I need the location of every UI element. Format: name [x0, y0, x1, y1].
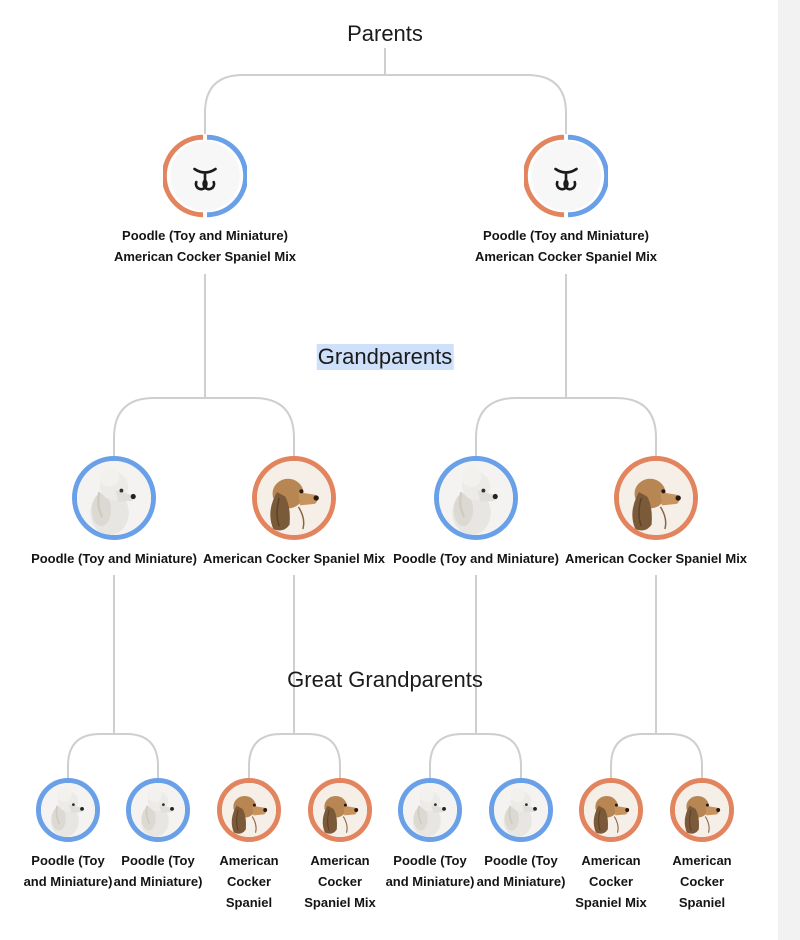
- parent-mixed-breed-ring: [163, 134, 247, 218]
- label-line: and Miniature): [113, 874, 203, 889]
- label-line: American: [672, 853, 732, 868]
- poodle-portrait-icon: [494, 783, 548, 837]
- grandparent-breed-label: American Cocker Spaniel Mix: [203, 548, 385, 569]
- label-line: Cocker: [588, 874, 634, 889]
- paw-logo-icon: [531, 141, 601, 211]
- label-line: Cocker: [226, 874, 272, 889]
- label-line: Spaniel: [225, 895, 273, 910]
- parent-avatar: [531, 141, 601, 211]
- grandparent-cocker-avatar: [614, 456, 698, 540]
- label-line: Poodle (Toy: [31, 853, 105, 868]
- great-grandparent-cocker-avatar: [670, 778, 734, 842]
- connector-line: [248, 733, 341, 780]
- label-line: and Miniature): [476, 874, 566, 889]
- great-grandparent-breed-label: Poodle (Toy and Miniature): [477, 850, 566, 892]
- label-line: American Cocker Spaniel Mix: [474, 249, 658, 264]
- great-grandparent-poodle-avatar: [36, 778, 100, 842]
- grandparent-breed-label: Poodle (Toy and Miniature): [393, 548, 559, 569]
- label-line: American Cocker Spaniel Mix: [564, 551, 748, 566]
- cocker-spaniel-portrait-icon: [313, 783, 367, 837]
- cocker-spaniel-portrait-icon: [257, 461, 331, 535]
- label-line: Poodle (Toy and Miniature): [393, 551, 559, 566]
- cocker-spaniel-portrait-icon: [222, 783, 276, 837]
- label-line: Poodle (Toy and Miniature): [31, 551, 197, 566]
- connector-line: [113, 397, 295, 458]
- parent-mixed-breed-ring: [524, 134, 608, 218]
- great-grandparent-breed-label: Poodle (Toy and Miniature): [386, 850, 475, 892]
- connector-line: [610, 733, 703, 780]
- label-line: Spaniel: [678, 895, 726, 910]
- grandparent-cocker-avatar: [252, 456, 336, 540]
- label-line: and Miniature): [385, 874, 475, 889]
- great-grandparent-breed-label: Poodle (Toy and Miniature): [24, 850, 113, 892]
- parent-avatar: [170, 141, 240, 211]
- grandparent-breed-label: Poodle (Toy and Miniature): [31, 548, 197, 569]
- connector-line: [429, 733, 522, 780]
- great-grandparent-breed-label: Poodle (Toy and Miniature): [114, 850, 203, 892]
- paw-logo-icon: [170, 141, 240, 211]
- connector-line: [204, 74, 567, 134]
- poodle-portrait-icon: [403, 783, 457, 837]
- label-line: Poodle (Toy: [393, 853, 467, 868]
- section-title-great-grandparents: Great Grandparents: [287, 667, 483, 692]
- label-line: and Miniature): [23, 874, 113, 889]
- poodle-portrait-icon: [439, 461, 513, 535]
- label-line: American: [581, 853, 641, 868]
- label-line: American Cocker Spaniel Mix: [202, 551, 386, 566]
- section-title-parents: Parents: [347, 21, 423, 46]
- cocker-spaniel-portrait-icon: [675, 783, 729, 837]
- parent-breed-label: Poodle (Toy and Miniature) American Cocke…: [114, 225, 296, 267]
- connector-line: [475, 397, 657, 458]
- label-line: American: [310, 853, 370, 868]
- poodle-portrait-icon: [131, 783, 185, 837]
- parent-breed-label: Poodle (Toy and Miniature) American Cocke…: [475, 225, 657, 267]
- great-grandparent-poodle-avatar: [489, 778, 553, 842]
- cocker-spaniel-portrait-icon: [619, 461, 693, 535]
- great-grandparent-cocker-avatar: [217, 778, 281, 842]
- label-line: Poodle (Toy: [484, 853, 558, 868]
- great-grandparent-poodle-avatar: [126, 778, 190, 842]
- label-line: Cocker: [317, 874, 363, 889]
- label-line: American: [219, 853, 279, 868]
- grandparent-breed-label: American Cocker Spaniel Mix: [565, 548, 747, 569]
- page-right-gutter: [778, 0, 800, 940]
- cocker-spaniel-portrait-icon: [584, 783, 638, 837]
- poodle-portrait-icon: [77, 461, 151, 535]
- label-line: Cocker: [679, 874, 725, 889]
- great-grandparent-cocker-avatar: [579, 778, 643, 842]
- label-line: Poodle (Toy and Miniature): [122, 228, 288, 243]
- label-line: Spaniel Mix: [304, 895, 376, 910]
- label-line: Poodle (Toy and Miniature): [483, 228, 649, 243]
- section-title-grandparents: Grandparents: [316, 344, 454, 370]
- label-line: American Cocker Spaniel Mix: [113, 249, 297, 264]
- great-grandparent-cocker-avatar: [308, 778, 372, 842]
- grandparent-poodle-avatar: [434, 456, 518, 540]
- label-line: Poodle (Toy: [121, 853, 195, 868]
- great-grandparent-poodle-avatar: [398, 778, 462, 842]
- poodle-portrait-icon: [41, 783, 95, 837]
- grandparent-poodle-avatar: [72, 456, 156, 540]
- connector-line: [67, 733, 159, 780]
- label-line: Spaniel Mix: [575, 895, 647, 910]
